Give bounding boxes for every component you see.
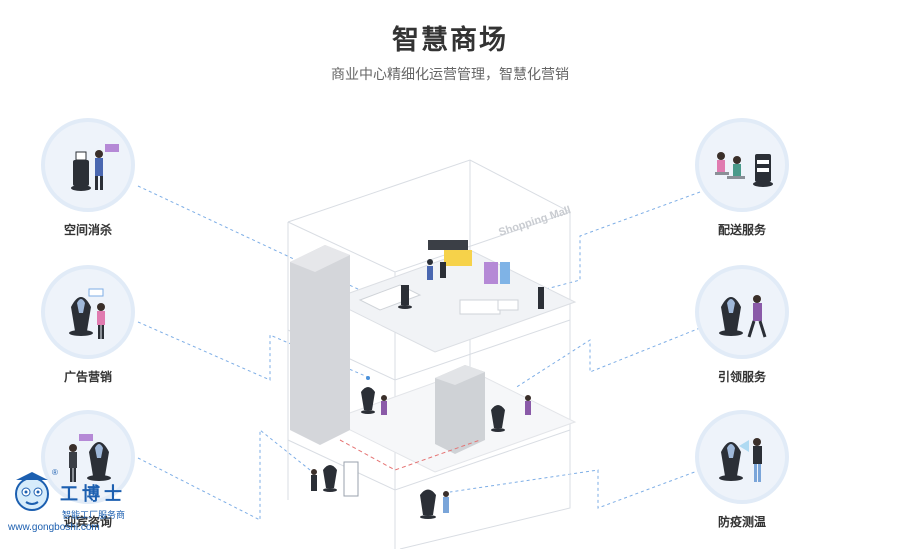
feature-ring	[695, 410, 789, 504]
advertising-robot-icon	[69, 288, 105, 339]
feature-label: 引领服务	[717, 370, 766, 384]
connector-reception	[137, 428, 311, 521]
upper-floor-shop	[358, 240, 544, 315]
feature-temperature[interactable]: 防疫测温	[687, 410, 797, 530]
brand-watermark: ® 工博士 智能工厂服务商 www.gongboshi.com	[6, 466, 156, 546]
robot-figures	[311, 285, 531, 519]
page-subtitle: 商业中心精细化运营管理，智慧化营销	[331, 66, 569, 82]
feature-ring	[41, 410, 135, 504]
center-pillar	[435, 365, 485, 454]
connector-temperature	[449, 469, 701, 509]
feature-delivery[interactable]: 配送服务	[687, 118, 797, 238]
mall-sign: Shopping Mall	[497, 204, 572, 239]
feature-ring	[41, 265, 135, 359]
upper-floor	[328, 249, 577, 353]
feature-ring	[41, 118, 135, 212]
feature-guide[interactable]: 引领服务	[687, 265, 797, 385]
ad-display-stand	[343, 461, 359, 497]
connector-lines	[137, 185, 701, 521]
watermark-reg: ®	[52, 468, 58, 477]
feature-label: 防疫测温	[717, 515, 766, 529]
temperature-robot-icon	[719, 438, 762, 482]
connector-advertising	[137, 321, 371, 381]
feature-ring	[695, 118, 789, 212]
reception-robot-icon	[69, 434, 111, 482]
watermark-url: www.gongboshi.com	[8, 522, 100, 533]
mascot-logo-icon	[15, 472, 49, 511]
feature-ring	[695, 265, 789, 359]
watermark-tagline: 智能工厂服务商	[62, 510, 126, 520]
robot-route-path	[339, 439, 481, 471]
feature-label: 空间消杀	[63, 223, 112, 237]
page-title: 智慧商场	[392, 25, 508, 55]
feature-label: 配送服务	[717, 223, 766, 237]
watermark-name: 工博士	[60, 484, 126, 504]
feature-label: 迎宾咨询	[63, 515, 112, 529]
delivery-robot-icon	[715, 152, 773, 187]
left-pillar	[290, 245, 350, 445]
feature-advertising[interactable]: 广告营销	[33, 265, 143, 385]
feature-reception[interactable]: 迎宾咨询	[33, 410, 143, 530]
feature-disinfection[interactable]: 空间消杀	[33, 118, 143, 238]
disinfection-robot-icon	[71, 144, 119, 191]
connector-guide	[514, 327, 701, 389]
feature-label: 广告营销	[63, 370, 112, 384]
guide-robot-icon	[719, 295, 767, 338]
